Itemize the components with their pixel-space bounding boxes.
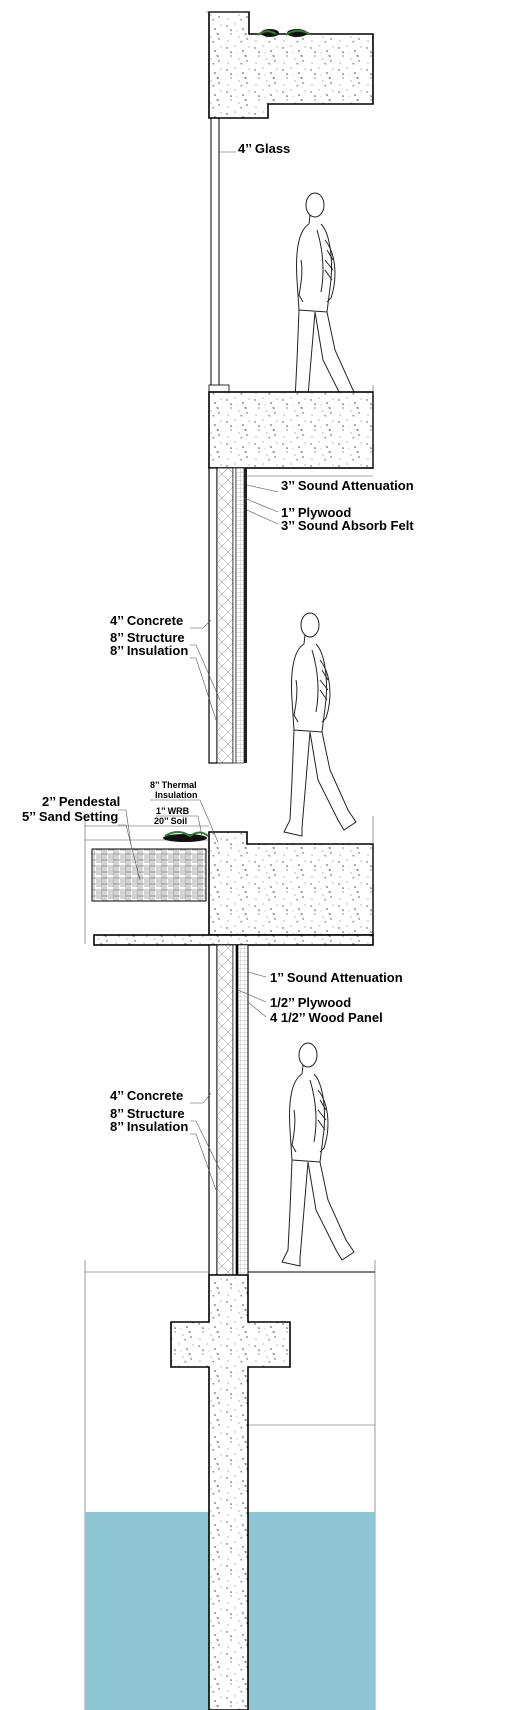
human-figure-3 bbox=[281, 1042, 355, 1267]
label-wood-panel: 4 1/2’’ Wood Panel bbox=[270, 1010, 383, 1025]
terrace-plants bbox=[163, 831, 209, 842]
glass-mullion bbox=[208, 118, 230, 393]
soffit-slab bbox=[93, 934, 374, 946]
label-insulation-lower: 8’’ Insulation bbox=[110, 1119, 188, 1134]
label-sound-attenuation-3: 3’’ Sound Attenuation bbox=[281, 478, 414, 493]
human-figure-1 bbox=[288, 192, 362, 417]
label-sand-setting: 5’’ Sand Setting bbox=[22, 809, 118, 824]
floor-slab-2 bbox=[208, 385, 374, 469]
label-soil: 20’’ Soil bbox=[154, 816, 187, 826]
label-thermal-insulation-1: 8’’ Thermal bbox=[150, 780, 197, 790]
label-structure-upper: 8’’ Structure bbox=[110, 630, 185, 645]
upper-wall-assembly bbox=[208, 467, 373, 764]
label-sound-attenuation-1: 1’’ Sound Attenuation bbox=[270, 970, 403, 985]
label-insulation-upper: 8’’ Insulation bbox=[110, 643, 188, 658]
label-plywood-1: 1’’ Plywood bbox=[281, 505, 351, 520]
label-concrete-upper: 4’’ Concrete bbox=[110, 613, 183, 628]
terrace-pavers bbox=[84, 816, 209, 944]
label-sound-absorb-felt: 3’’ Sound Absorb Felt bbox=[281, 518, 414, 533]
human-figure-2 bbox=[283, 612, 357, 837]
label-thermal-insulation-2: Insulation bbox=[155, 790, 198, 800]
foundation bbox=[84, 1260, 376, 1710]
label-plywood-half: 1/2’’ Plywood bbox=[270, 995, 351, 1010]
lower-wall-assembly bbox=[208, 944, 249, 1276]
label-concrete-lower: 4’’ Concrete bbox=[110, 1088, 183, 1103]
roof-plants bbox=[257, 29, 311, 37]
roof-slab bbox=[206, 11, 374, 119]
label-wrb: 1’’ WRB bbox=[156, 806, 190, 816]
floor-slab-3 bbox=[208, 816, 374, 944]
label-structure-lower: 8’’ Structure bbox=[110, 1106, 185, 1121]
label-glass: 4’’ Glass bbox=[238, 141, 290, 156]
label-pedestal: 2’’ Pendestal bbox=[42, 794, 120, 809]
